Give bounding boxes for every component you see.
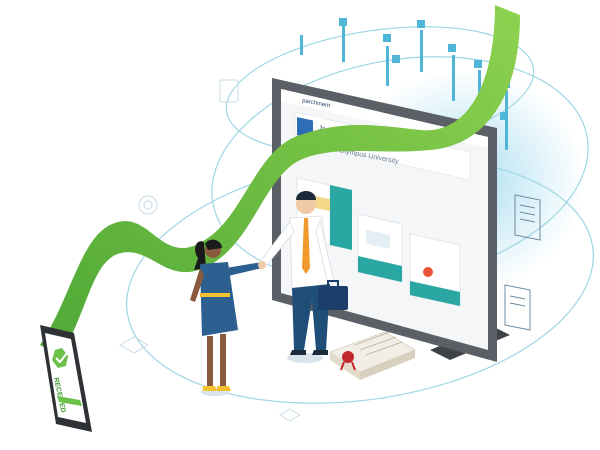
wax-seal-icon (342, 351, 354, 363)
brand-name: parchment (302, 98, 331, 109)
check-badge-icon (52, 348, 68, 368)
phone: RECEIVED (40, 325, 92, 432)
briefcase-icon (318, 280, 348, 310)
man-figure (258, 191, 348, 363)
certificate-seal-icon (423, 267, 433, 277)
document-icons (504, 194, 541, 331)
diploma-stack (329, 331, 416, 380)
background-line-icons (118, 79, 301, 422)
woman-figure (190, 239, 262, 396)
